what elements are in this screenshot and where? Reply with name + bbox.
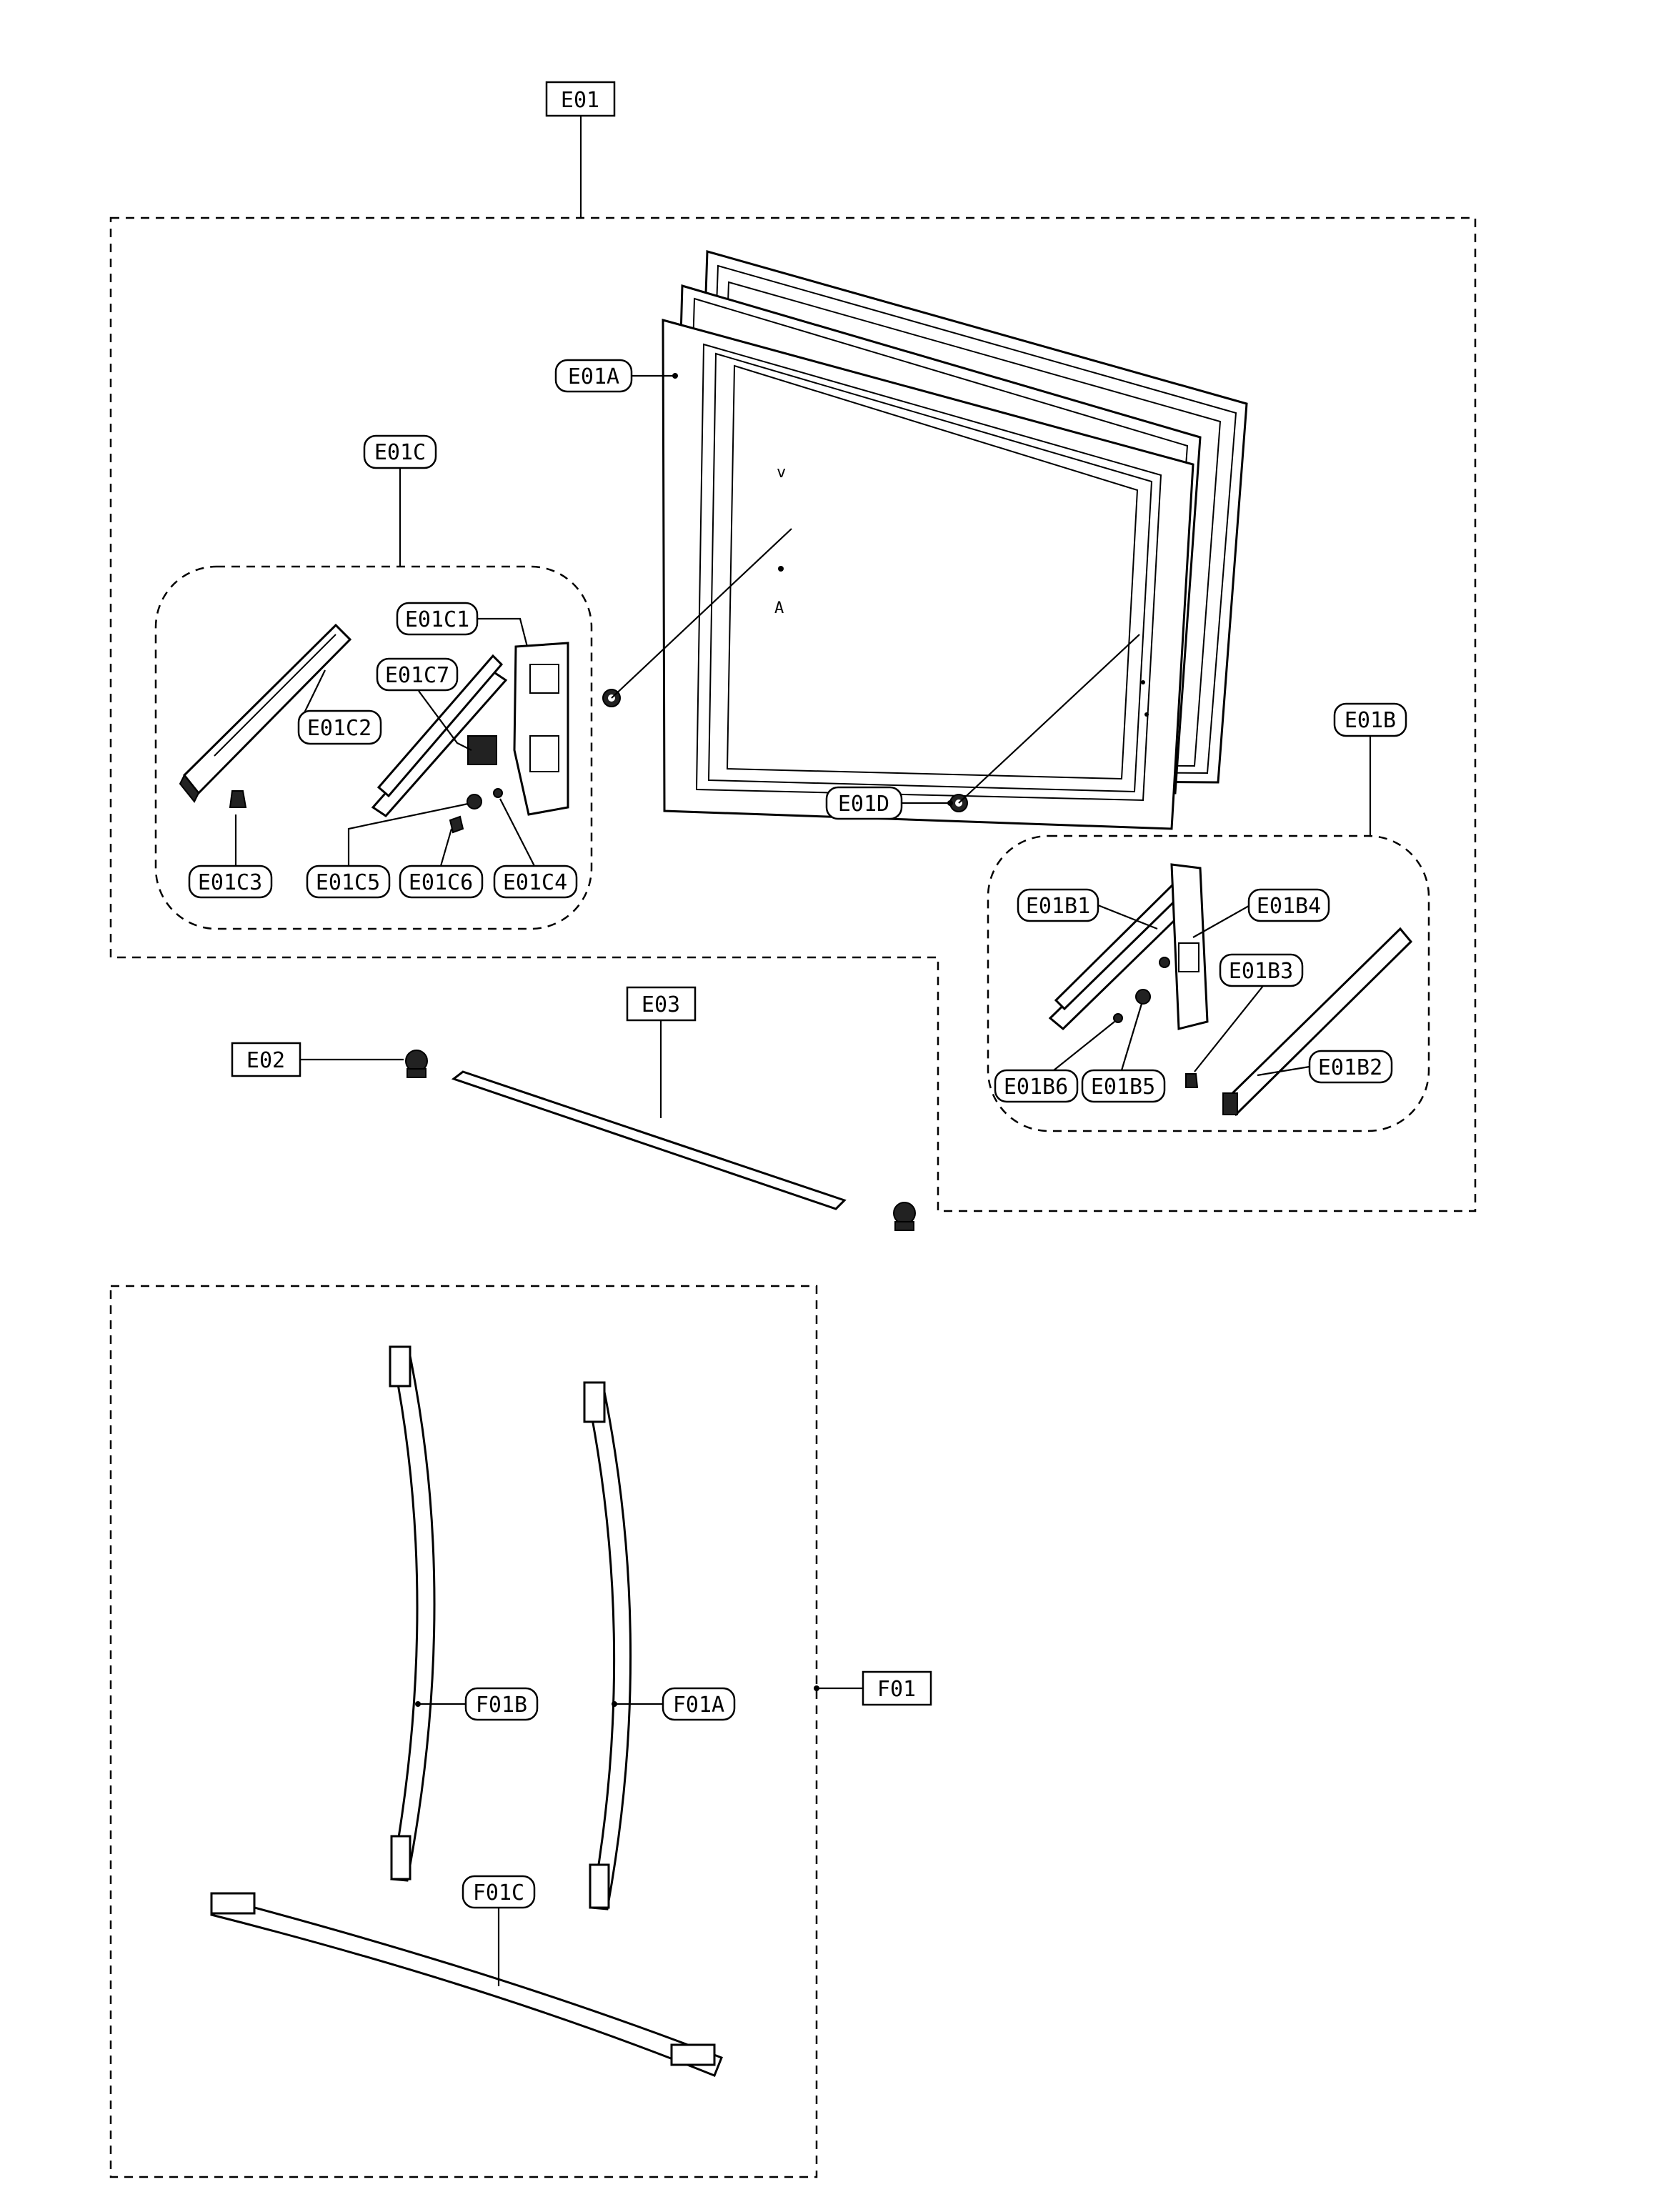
label-f01c: F01C bbox=[462, 1875, 536, 1909]
e01b-subgroup-boundary bbox=[987, 835, 1430, 1132]
label-f01-text: F01 bbox=[877, 1677, 916, 1702]
label-e01d: E01D bbox=[825, 786, 903, 820]
e02-screw-right bbox=[893, 1202, 916, 1231]
label-e01b4: E01B4 bbox=[1247, 888, 1330, 922]
label-e01c: E01C bbox=[363, 434, 437, 469]
e01-group-boundary bbox=[109, 216, 1477, 1212]
label-e01b1: E01B1 bbox=[1017, 888, 1099, 922]
label-e01b2: E01B2 bbox=[1308, 1050, 1393, 1084]
label-e01c1: E01C1 bbox=[396, 602, 479, 636]
label-e01a-text: E01A bbox=[568, 364, 619, 389]
label-e01b5-text: E01B5 bbox=[1091, 1075, 1155, 1100]
label-e02: E02 bbox=[231, 1042, 301, 1077]
label-e01c3-text: E01C3 bbox=[198, 870, 262, 895]
mark-v: v bbox=[777, 464, 786, 482]
label-e01c7-text: E01C7 bbox=[385, 663, 449, 688]
label-f01c-text: F01C bbox=[473, 1880, 524, 1905]
label-e01c-text: E01C bbox=[374, 440, 426, 465]
label-e01c3: E01C3 bbox=[188, 865, 273, 899]
label-f01b: F01B bbox=[464, 1687, 539, 1721]
label-f01: F01 bbox=[862, 1670, 932, 1706]
door-frame-assembly: v A bbox=[662, 250, 1248, 830]
label-e01c5-text: E01C5 bbox=[316, 870, 380, 895]
label-e01b3: E01B3 bbox=[1219, 953, 1304, 987]
f01c-handle bbox=[210, 1892, 723, 2077]
label-e01b6-text: E01B6 bbox=[1004, 1075, 1068, 1100]
label-e01c4-text: E01C4 bbox=[503, 870, 567, 895]
label-e03-text: E03 bbox=[642, 992, 680, 1017]
label-e01b-text: E01B bbox=[1345, 708, 1396, 733]
label-e03: E03 bbox=[626, 986, 697, 1022]
label-e01c6-text: E01C6 bbox=[409, 870, 473, 895]
label-e01b5: E01B5 bbox=[1081, 1069, 1166, 1103]
label-e01c5: E01C5 bbox=[306, 865, 391, 899]
e03-rod bbox=[451, 1070, 847, 1210]
label-e01c4: E01C4 bbox=[493, 865, 578, 899]
label-e01b2-text: E01B2 bbox=[1318, 1055, 1382, 1080]
leader-lines bbox=[234, 116, 1372, 1986]
f01a-handle bbox=[583, 1381, 632, 1910]
label-e01c2-text: E01C2 bbox=[307, 716, 371, 741]
label-e01d-text: E01D bbox=[838, 792, 889, 817]
mark-a: A bbox=[774, 599, 784, 617]
label-e01c7: E01C7 bbox=[376, 657, 459, 692]
label-f01a-text: F01A bbox=[673, 1693, 724, 1718]
e02-screw bbox=[405, 1050, 428, 1078]
label-e01b: E01B bbox=[1333, 702, 1407, 737]
label-f01a: F01A bbox=[662, 1687, 736, 1721]
label-e02-text: E02 bbox=[246, 1048, 285, 1073]
label-e01c6: E01C6 bbox=[399, 865, 484, 899]
label-e01b3-text: E01B3 bbox=[1229, 959, 1293, 984]
e01b-rail-assembly bbox=[1048, 863, 1413, 1117]
label-e01-text: E01 bbox=[561, 88, 599, 113]
label-e01: E01 bbox=[545, 81, 616, 117]
f01b-handle bbox=[389, 1345, 436, 1882]
e01c-rail-assembly bbox=[179, 623, 569, 834]
e01c-subgroup-boundary bbox=[154, 565, 593, 930]
f01-group-boundary bbox=[109, 1285, 818, 2178]
label-e01b4-text: E01B4 bbox=[1257, 894, 1321, 919]
label-f01b-text: F01B bbox=[476, 1693, 527, 1718]
label-e01c1-text: E01C1 bbox=[405, 607, 469, 632]
label-e01a: E01A bbox=[554, 359, 633, 393]
label-e01b6: E01B6 bbox=[994, 1069, 1079, 1103]
label-e01b1-text: E01B1 bbox=[1026, 894, 1090, 919]
label-e01c2: E01C2 bbox=[297, 709, 382, 745]
